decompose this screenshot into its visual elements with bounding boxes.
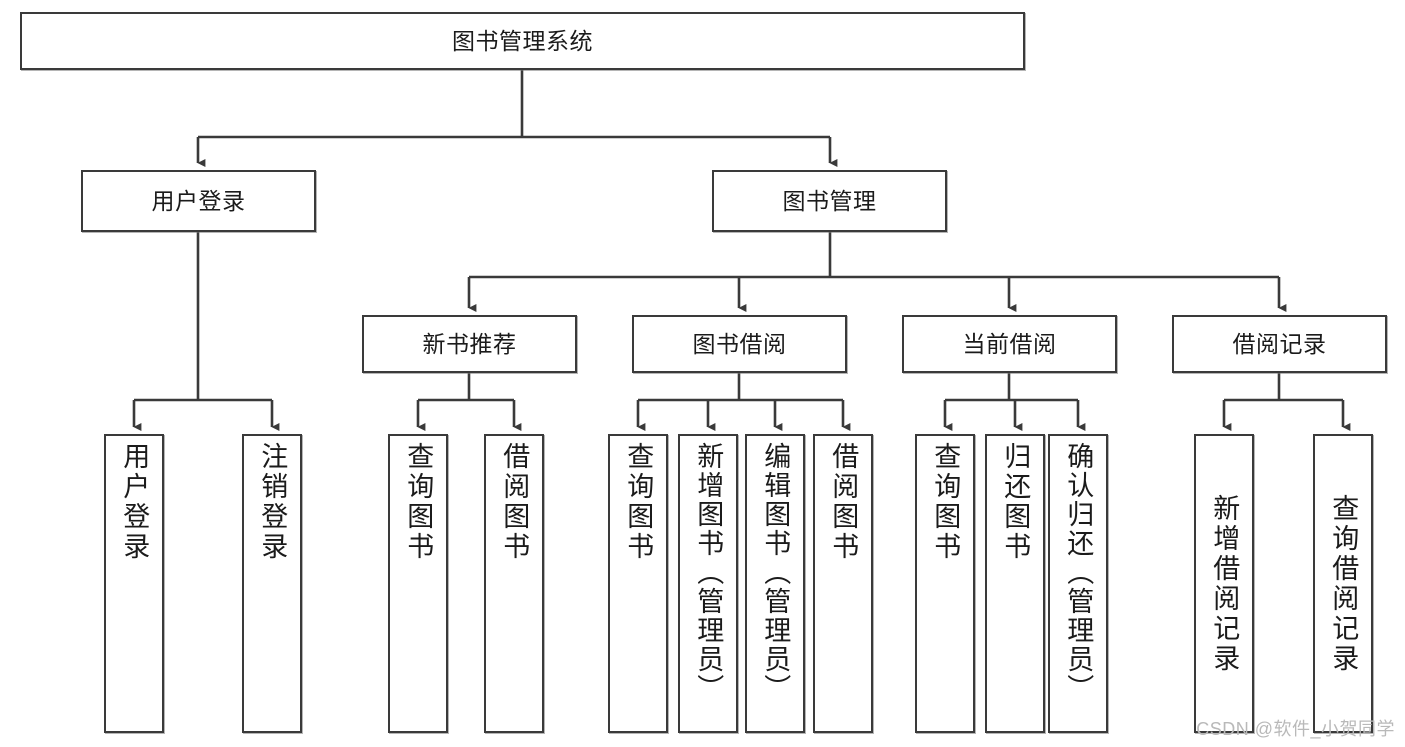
node-leaf-user-login[interactable]: 用户登录 <box>104 434 164 733</box>
node-label: 查询图书 <box>930 442 961 562</box>
node-leaf-return-book[interactable]: 归还图书 <box>985 434 1045 733</box>
csdn-watermark: CSDN @软件_小贺同学 <box>1196 719 1395 739</box>
node-leaf-search-book-current[interactable]: 查询图书 <box>915 434 975 733</box>
node-label: 借阅记录 <box>1232 330 1327 357</box>
node-label: 查询借阅记录 <box>1328 493 1359 674</box>
node-level3-book-borrow[interactable]: 图书借阅 <box>632 315 847 373</box>
node-label: 新增图书（管理员） <box>693 442 724 703</box>
node-label: 借阅图书 <box>828 442 859 562</box>
node-leaf-search-book-recommend[interactable]: 查询图书 <box>388 434 448 733</box>
node-label: 当前借阅 <box>962 330 1057 357</box>
node-leaf-edit-book-admin[interactable]: 编辑图书（管理员） <box>745 434 805 733</box>
node-label: 查询图书 <box>623 442 654 562</box>
node-leaf-borrow-book-recommend[interactable]: 借阅图书 <box>484 434 544 733</box>
node-level3-current-borrow[interactable]: 当前借阅 <box>902 315 1117 373</box>
node-leaf-search-book-borrow[interactable]: 查询图书 <box>608 434 668 733</box>
node-label: 图书借阅 <box>692 330 787 357</box>
node-level3-borrow-record[interactable]: 借阅记录 <box>1172 315 1387 373</box>
node-label: 图书管理系统 <box>452 27 593 54</box>
node-leaf-borrow-book[interactable]: 借阅图书 <box>813 434 873 733</box>
node-level2-book-management[interactable]: 图书管理 <box>712 170 947 232</box>
node-leaf-add-borrow-record[interactable]: 新增借阅记录 <box>1194 434 1254 733</box>
node-level3-new-book-recommend[interactable]: 新书推荐 <box>362 315 577 373</box>
node-leaf-user-logout[interactable]: 注销登录 <box>242 434 302 733</box>
node-label: 用户登录 <box>151 187 246 214</box>
node-label: 归还图书 <box>1000 442 1031 562</box>
node-label: 新增借阅记录 <box>1209 493 1240 674</box>
node-level2-user-login[interactable]: 用户登录 <box>81 170 316 232</box>
node-label: 编辑图书（管理员） <box>760 442 791 703</box>
node-leaf-add-book-admin[interactable]: 新增图书（管理员） <box>678 434 738 733</box>
node-label: 用户登录 <box>119 442 150 562</box>
node-leaf-confirm-return-admin[interactable]: 确认归还（管理员） <box>1048 434 1108 733</box>
node-label: 确认归还（管理员） <box>1063 442 1094 703</box>
node-label: 注销登录 <box>257 442 288 562</box>
node-label: 图书管理 <box>782 187 877 214</box>
node-root[interactable]: 图书管理系统 <box>20 12 1025 70</box>
node-label: 新书推荐 <box>422 330 517 357</box>
node-leaf-search-borrow-record[interactable]: 查询借阅记录 <box>1313 434 1373 733</box>
node-label: 借阅图书 <box>499 442 530 562</box>
node-label: 查询图书 <box>403 442 434 562</box>
